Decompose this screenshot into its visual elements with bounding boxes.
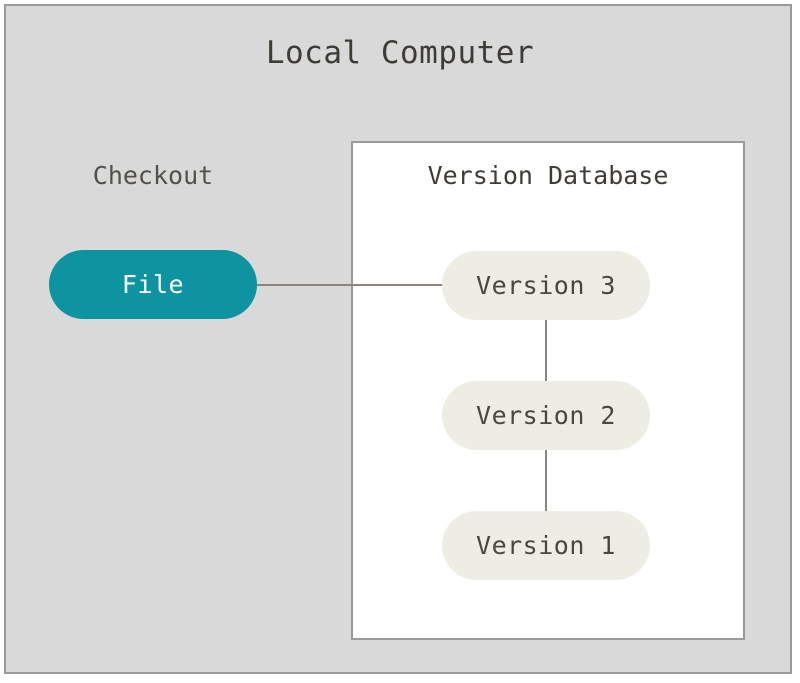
node-version-2[interactable]: Version 2 [442, 381, 650, 450]
node-version-2-label: Version 2 [476, 401, 616, 430]
node-version-3[interactable]: Version 3 [442, 251, 650, 320]
checkout-section-label: Checkout [92, 161, 214, 190]
edge-version2-to-version1 [545, 447, 547, 515]
page-title: Local Computer [265, 35, 535, 71]
edge-version3-to-version2 [545, 317, 547, 385]
edge-file-to-version3 [250, 284, 452, 286]
node-version-1[interactable]: Version 1 [442, 511, 650, 580]
node-file-label: File [121, 270, 185, 299]
node-version-1-label: Version 1 [476, 531, 616, 560]
version-database-label: Version Database [427, 161, 669, 190]
node-version-3-label: Version 3 [476, 271, 616, 300]
node-file[interactable]: File [49, 250, 257, 319]
